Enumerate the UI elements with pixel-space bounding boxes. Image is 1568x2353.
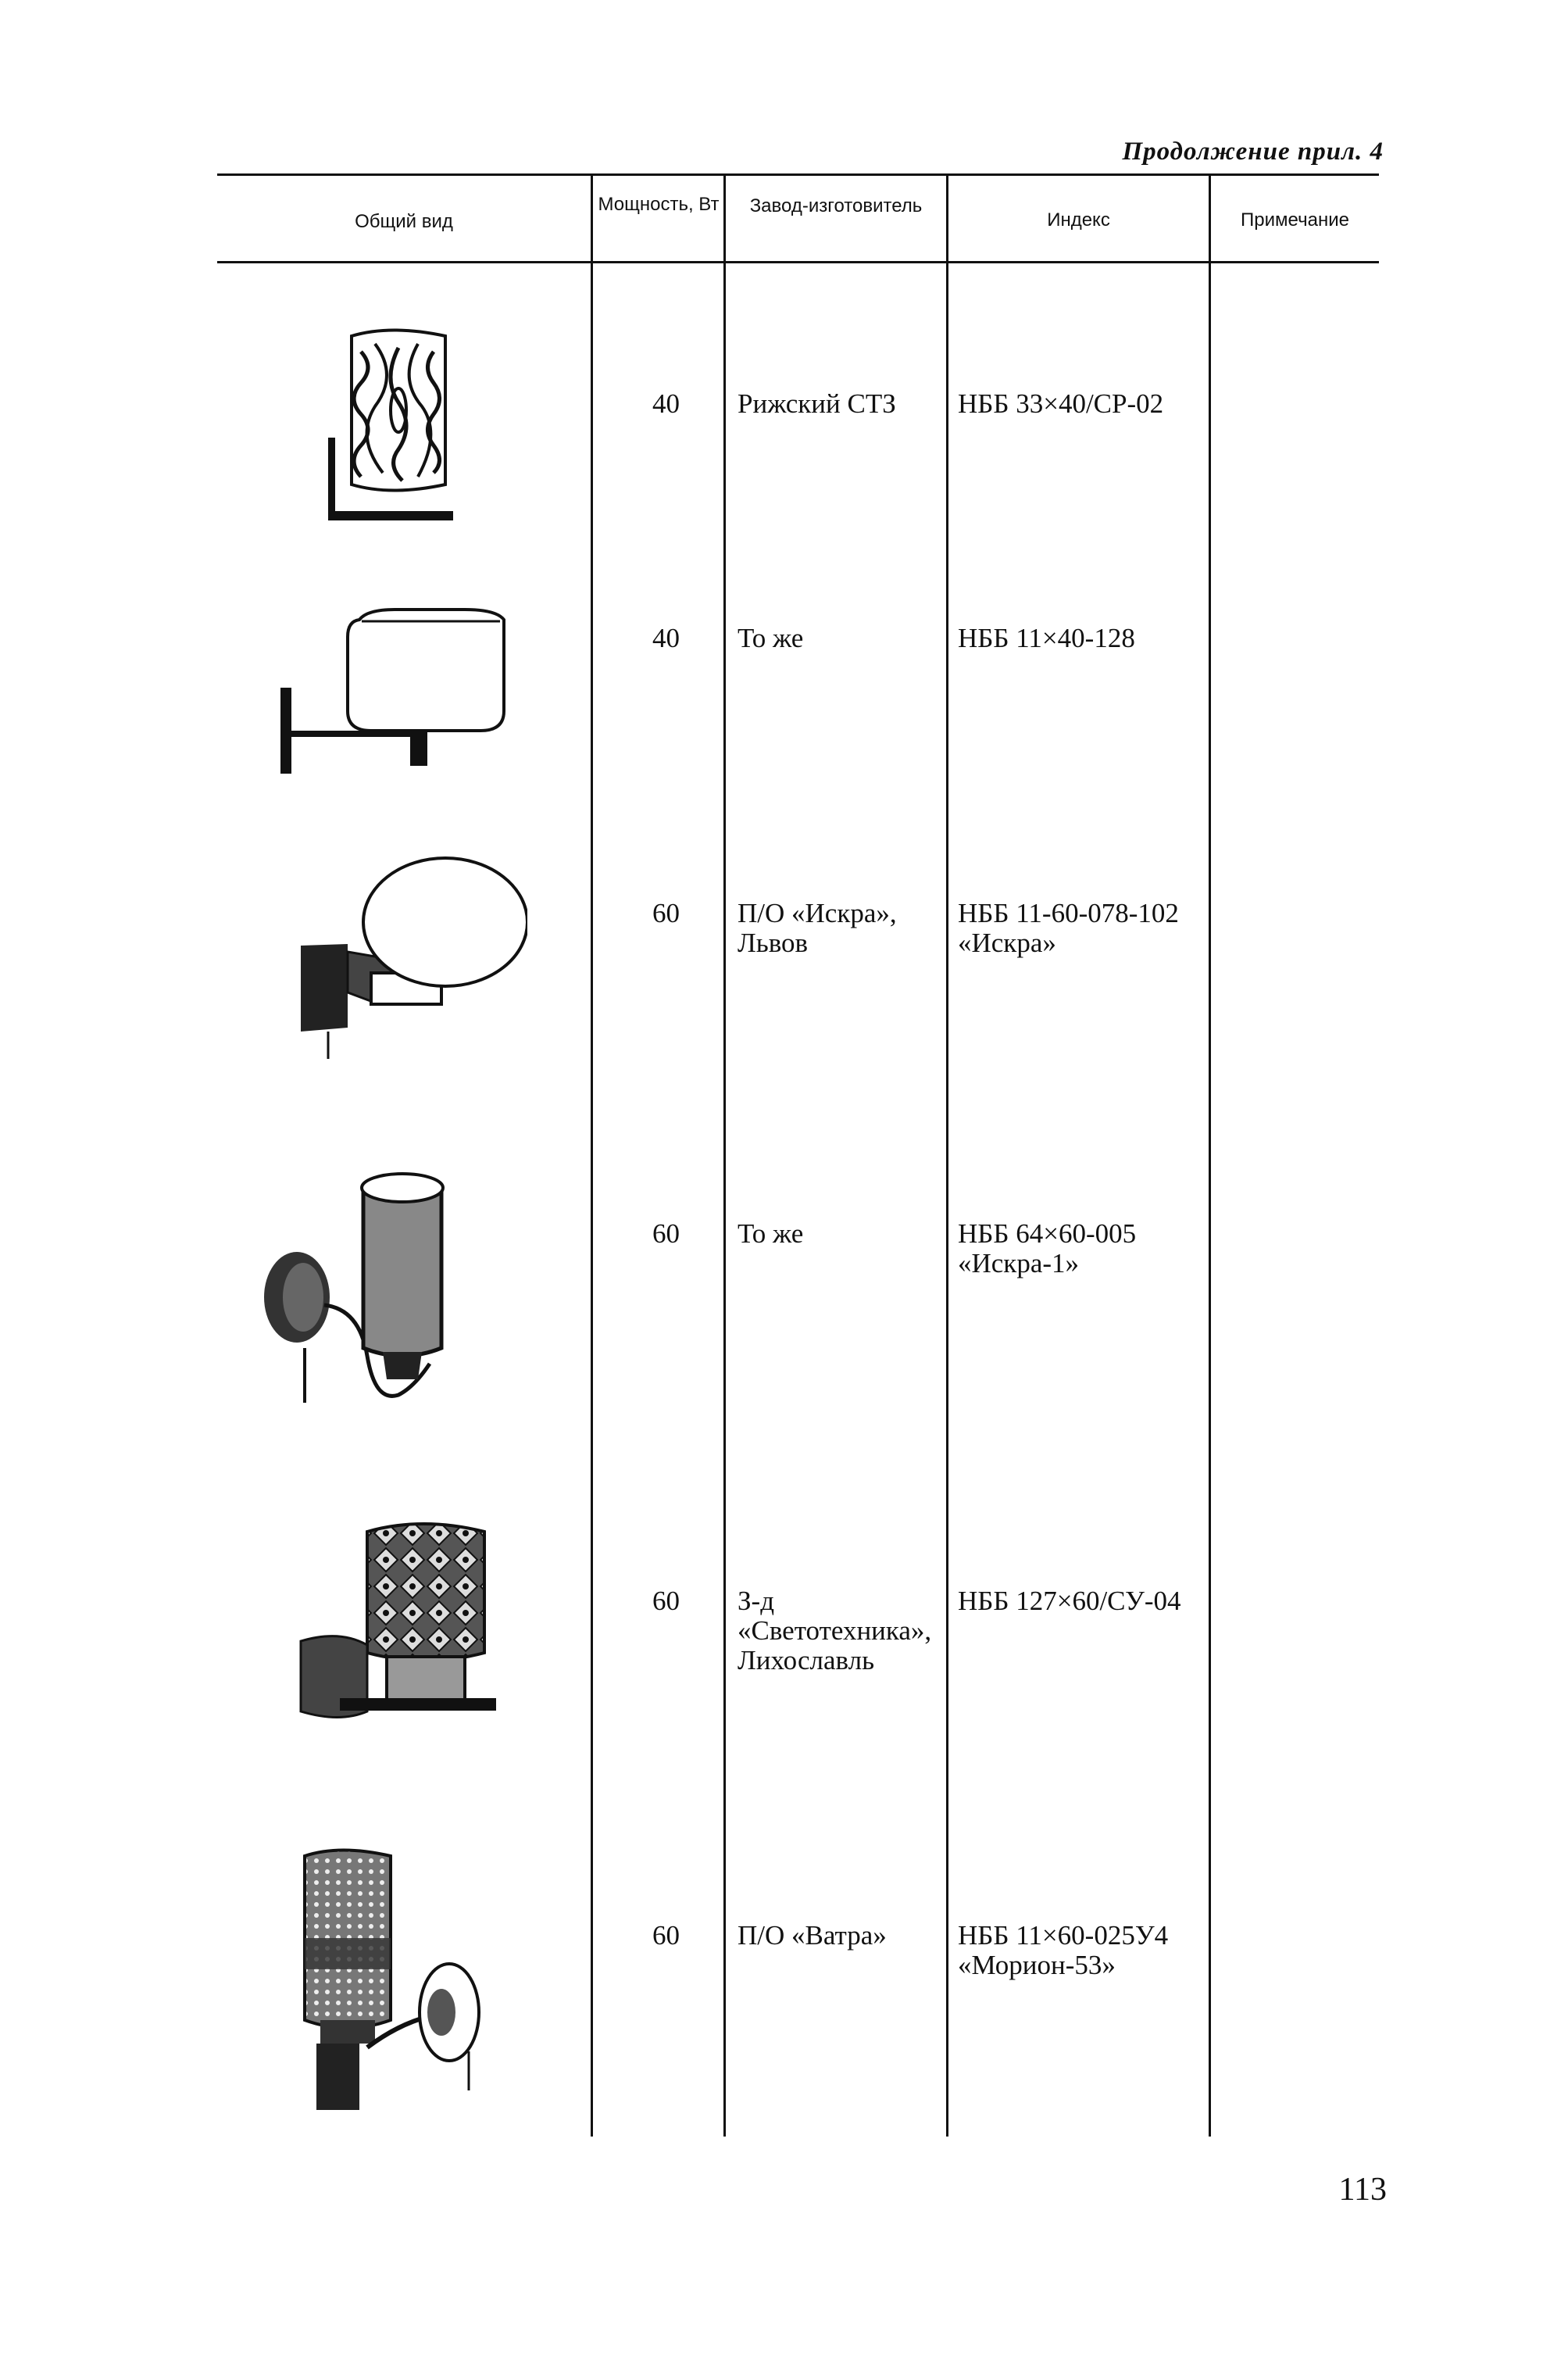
- column-divider: [1209, 175, 1211, 2137]
- header-note: Примечание: [1241, 209, 1349, 231]
- faceted-glass-sconce-icon: [299, 1522, 496, 1718]
- header-power: Мощность, Вт: [598, 194, 720, 215]
- index-cell: НББ 11×40-128: [958, 623, 1135, 653]
- power-cell: 60: [652, 898, 680, 928]
- power-cell: 40: [652, 388, 680, 419]
- continuation-label: Продолжение прил. 4: [1122, 138, 1384, 166]
- column-divider: [591, 175, 593, 2137]
- index-text: НББ 64×60-005 «Искра-1»: [958, 1218, 1137, 1278]
- factory-cell: Рижский СТЗ: [738, 388, 896, 419]
- index-text: НББ 11-60-078-102 «Искра»: [958, 898, 1179, 958]
- power-cell: 60: [652, 1218, 680, 1249]
- power-cell: 60: [652, 1586, 680, 1616]
- factory-cell: То же: [738, 623, 804, 653]
- page-number: 113: [1338, 2172, 1387, 2208]
- factory-cell: То же: [738, 1218, 804, 1249]
- header-index: Индекс: [1047, 209, 1110, 231]
- header-factory: Завод-изготовитель: [749, 195, 923, 216]
- index-text: НББ 11×60-025У4 «Морион-53»: [958, 1920, 1169, 1980]
- factory-text: З-д «Светотехника», Лихославль: [738, 1586, 932, 1675]
- factory-text: П/О «Искра», Львов: [738, 898, 897, 958]
- index-cell: НББ 11-60-078-102 «Искра»: [958, 899, 1208, 958]
- decorated-cylinder-sconce-icon: [303, 1848, 480, 2110]
- cylinder-shade-curved-arm-sconce-icon: [264, 1172, 445, 1403]
- column-divider: [723, 175, 726, 2137]
- column-divider: [946, 175, 948, 2137]
- patterned-shade-sconce-icon: [328, 328, 453, 520]
- oval-globe-sconce-icon: [301, 856, 527, 1059]
- factory-cell: П/О «Ватра»: [738, 1920, 887, 1951]
- table-top-rule: [217, 173, 1379, 176]
- index-cell: НББ 11×60-025У4 «Морион-53»: [958, 1921, 1216, 1980]
- power-cell: 60: [652, 1920, 680, 1951]
- index-cell: НББ 64×60-005 «Искра-1»: [958, 1219, 1208, 1278]
- index-cell: НББ 127×60/СУ-04: [958, 1586, 1192, 1616]
- rounded-shade-arm-sconce-icon: [280, 608, 505, 774]
- table-header-rule: [217, 261, 1379, 263]
- factory-cell: П/О «Искра», Львов: [738, 899, 941, 958]
- power-cell: 40: [652, 623, 680, 653]
- index-text: НББ 127×60/СУ-04: [958, 1586, 1181, 1616]
- header-view: Общий вид: [355, 211, 453, 232]
- factory-cell: З-д «Светотехника», Лихославль: [738, 1586, 937, 1675]
- index-cell: НББ 33×40/СР-02: [958, 388, 1164, 419]
